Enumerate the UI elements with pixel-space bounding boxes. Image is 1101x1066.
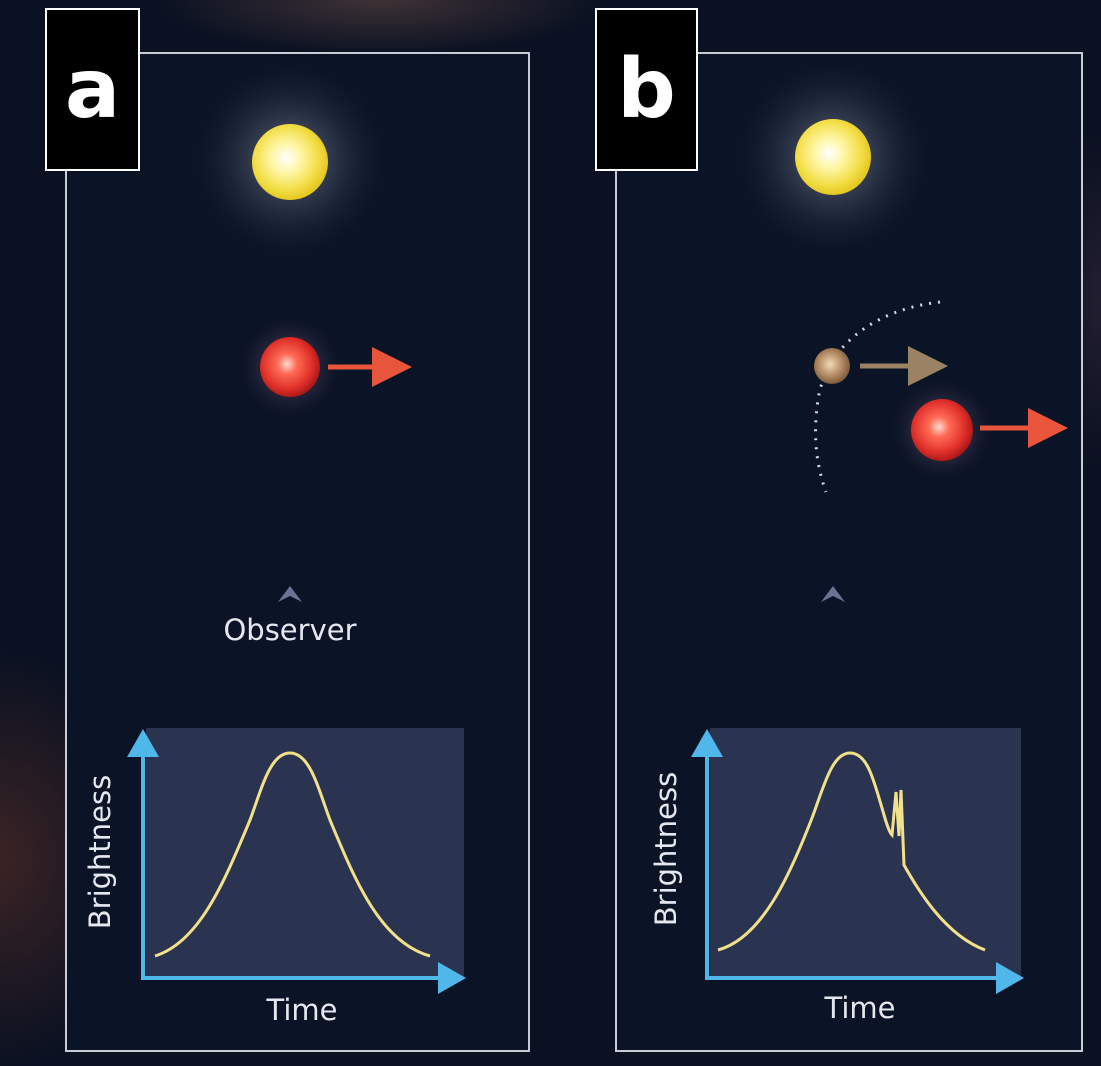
source-star-icon [795, 119, 871, 195]
y-axis-label: Brightness [83, 775, 117, 929]
x-axis-label: Time [266, 993, 338, 1027]
observer-label: Observer [223, 613, 356, 647]
y-axis-label: Brightness [649, 772, 683, 926]
lens-star-icon [260, 337, 320, 397]
plot-background [710, 728, 1021, 978]
x-axis-label: Time [824, 991, 896, 1025]
plot-background [146, 728, 464, 978]
observer-marker-icon [278, 586, 302, 602]
observer-marker-icon [821, 586, 845, 602]
lens-star-icon [911, 399, 973, 461]
planet-icon [814, 348, 850, 384]
panel-a-graphics: Observer Brightness Time [83, 55, 466, 1027]
light-curve [154, 751, 431, 958]
panel-b-label: b [595, 8, 698, 171]
panel-b-graphics: Brightness Time [649, 52, 1068, 1025]
light-curve [717, 751, 986, 952]
source-star-icon [252, 124, 328, 200]
panel-a-label: a [45, 8, 140, 171]
